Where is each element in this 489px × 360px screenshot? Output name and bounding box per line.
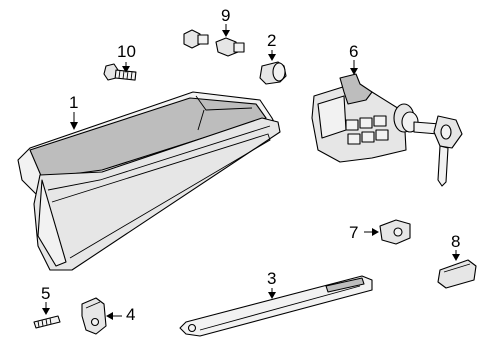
pin-part [33,315,61,329]
lock-cylinder-part [311,73,463,187]
callout-2-label: 2 [267,31,277,50]
screw-part [103,63,137,81]
cap-part [259,61,287,85]
callout-7-label: 7 [349,223,359,242]
clip-fasteners-part [183,29,245,57]
callout-10-label: 10 [117,42,136,61]
callout-leaders [42,24,460,320]
glove-box-part [17,91,281,271]
callout-6-label: 6 [349,42,359,61]
callout-8-label: 8 [451,232,461,251]
callout-5-label: 5 [41,284,51,303]
stay-rod-part [179,275,373,337]
latch-bracket-part [379,219,411,245]
clip-part [81,297,107,335]
callout-9-label: 9 [221,6,231,25]
bumper-part [437,259,477,289]
callout-4-label: 4 [126,305,136,324]
callout-3-label: 3 [267,269,277,288]
callout-1-label: 1 [69,93,79,112]
